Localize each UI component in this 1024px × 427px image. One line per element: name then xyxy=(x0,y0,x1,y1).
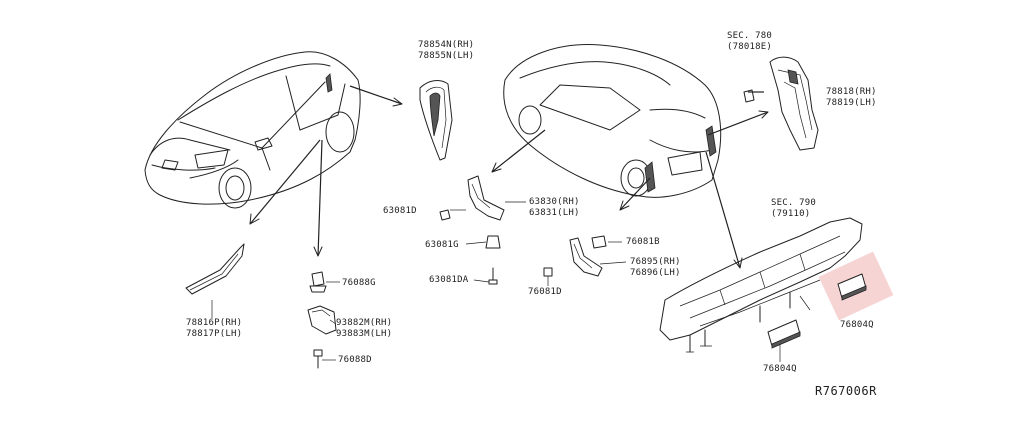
label-sec780-ref: (78018E) xyxy=(727,42,772,52)
part-76895 xyxy=(543,235,607,277)
label-76895: 76895(RH) xyxy=(630,257,681,267)
label-sec790-ref: (79110) xyxy=(771,209,811,219)
part-78816p xyxy=(185,243,245,295)
label-93883m: 93883M(LH) xyxy=(336,329,393,339)
label-76804q-right: 76804Q xyxy=(840,320,874,330)
label-78818: 78818(RH) xyxy=(826,87,877,97)
part-78818 xyxy=(743,56,819,151)
front-car-illustration xyxy=(144,51,361,209)
rear-panel xyxy=(659,217,894,353)
label-76081d: 76081D xyxy=(528,287,562,297)
label-78855n: 78855N(LH) xyxy=(418,51,475,61)
label-63081da: 63081DA xyxy=(429,275,469,285)
label-76081b: 76081B xyxy=(626,237,660,247)
part-63830 xyxy=(439,175,505,285)
label-78816p: 78816P(RH) xyxy=(186,318,243,328)
label-sec780: SEC. 780 xyxy=(727,31,772,41)
label-76804q-bottom: 76804Q xyxy=(763,364,797,374)
label-93882m: 93882M(RH) xyxy=(336,318,393,328)
label-sec790: SEC. 790 xyxy=(771,198,816,208)
label-76088g: 76088G xyxy=(342,278,376,288)
reference-code: R767006R xyxy=(815,384,877,398)
label-leaders xyxy=(211,201,811,362)
label-63081d: 63081D xyxy=(383,206,417,216)
leader-arrows xyxy=(249,85,769,269)
rear-car-illustration xyxy=(503,44,722,198)
label-63830: 63830(RH) xyxy=(529,197,580,207)
label-78854n: 78854N(RH) xyxy=(418,40,475,50)
label-63831: 63831(LH) xyxy=(529,208,580,218)
label-76896: 76896(LH) xyxy=(630,268,681,278)
label-63081g: 63081G xyxy=(425,240,459,250)
label-78819: 78819(LH) xyxy=(826,98,877,108)
part-93882m xyxy=(307,271,337,369)
part-78854n xyxy=(419,80,453,161)
label-76088d: 76088D xyxy=(338,355,372,365)
label-78817p: 78817P(LH) xyxy=(186,329,243,339)
